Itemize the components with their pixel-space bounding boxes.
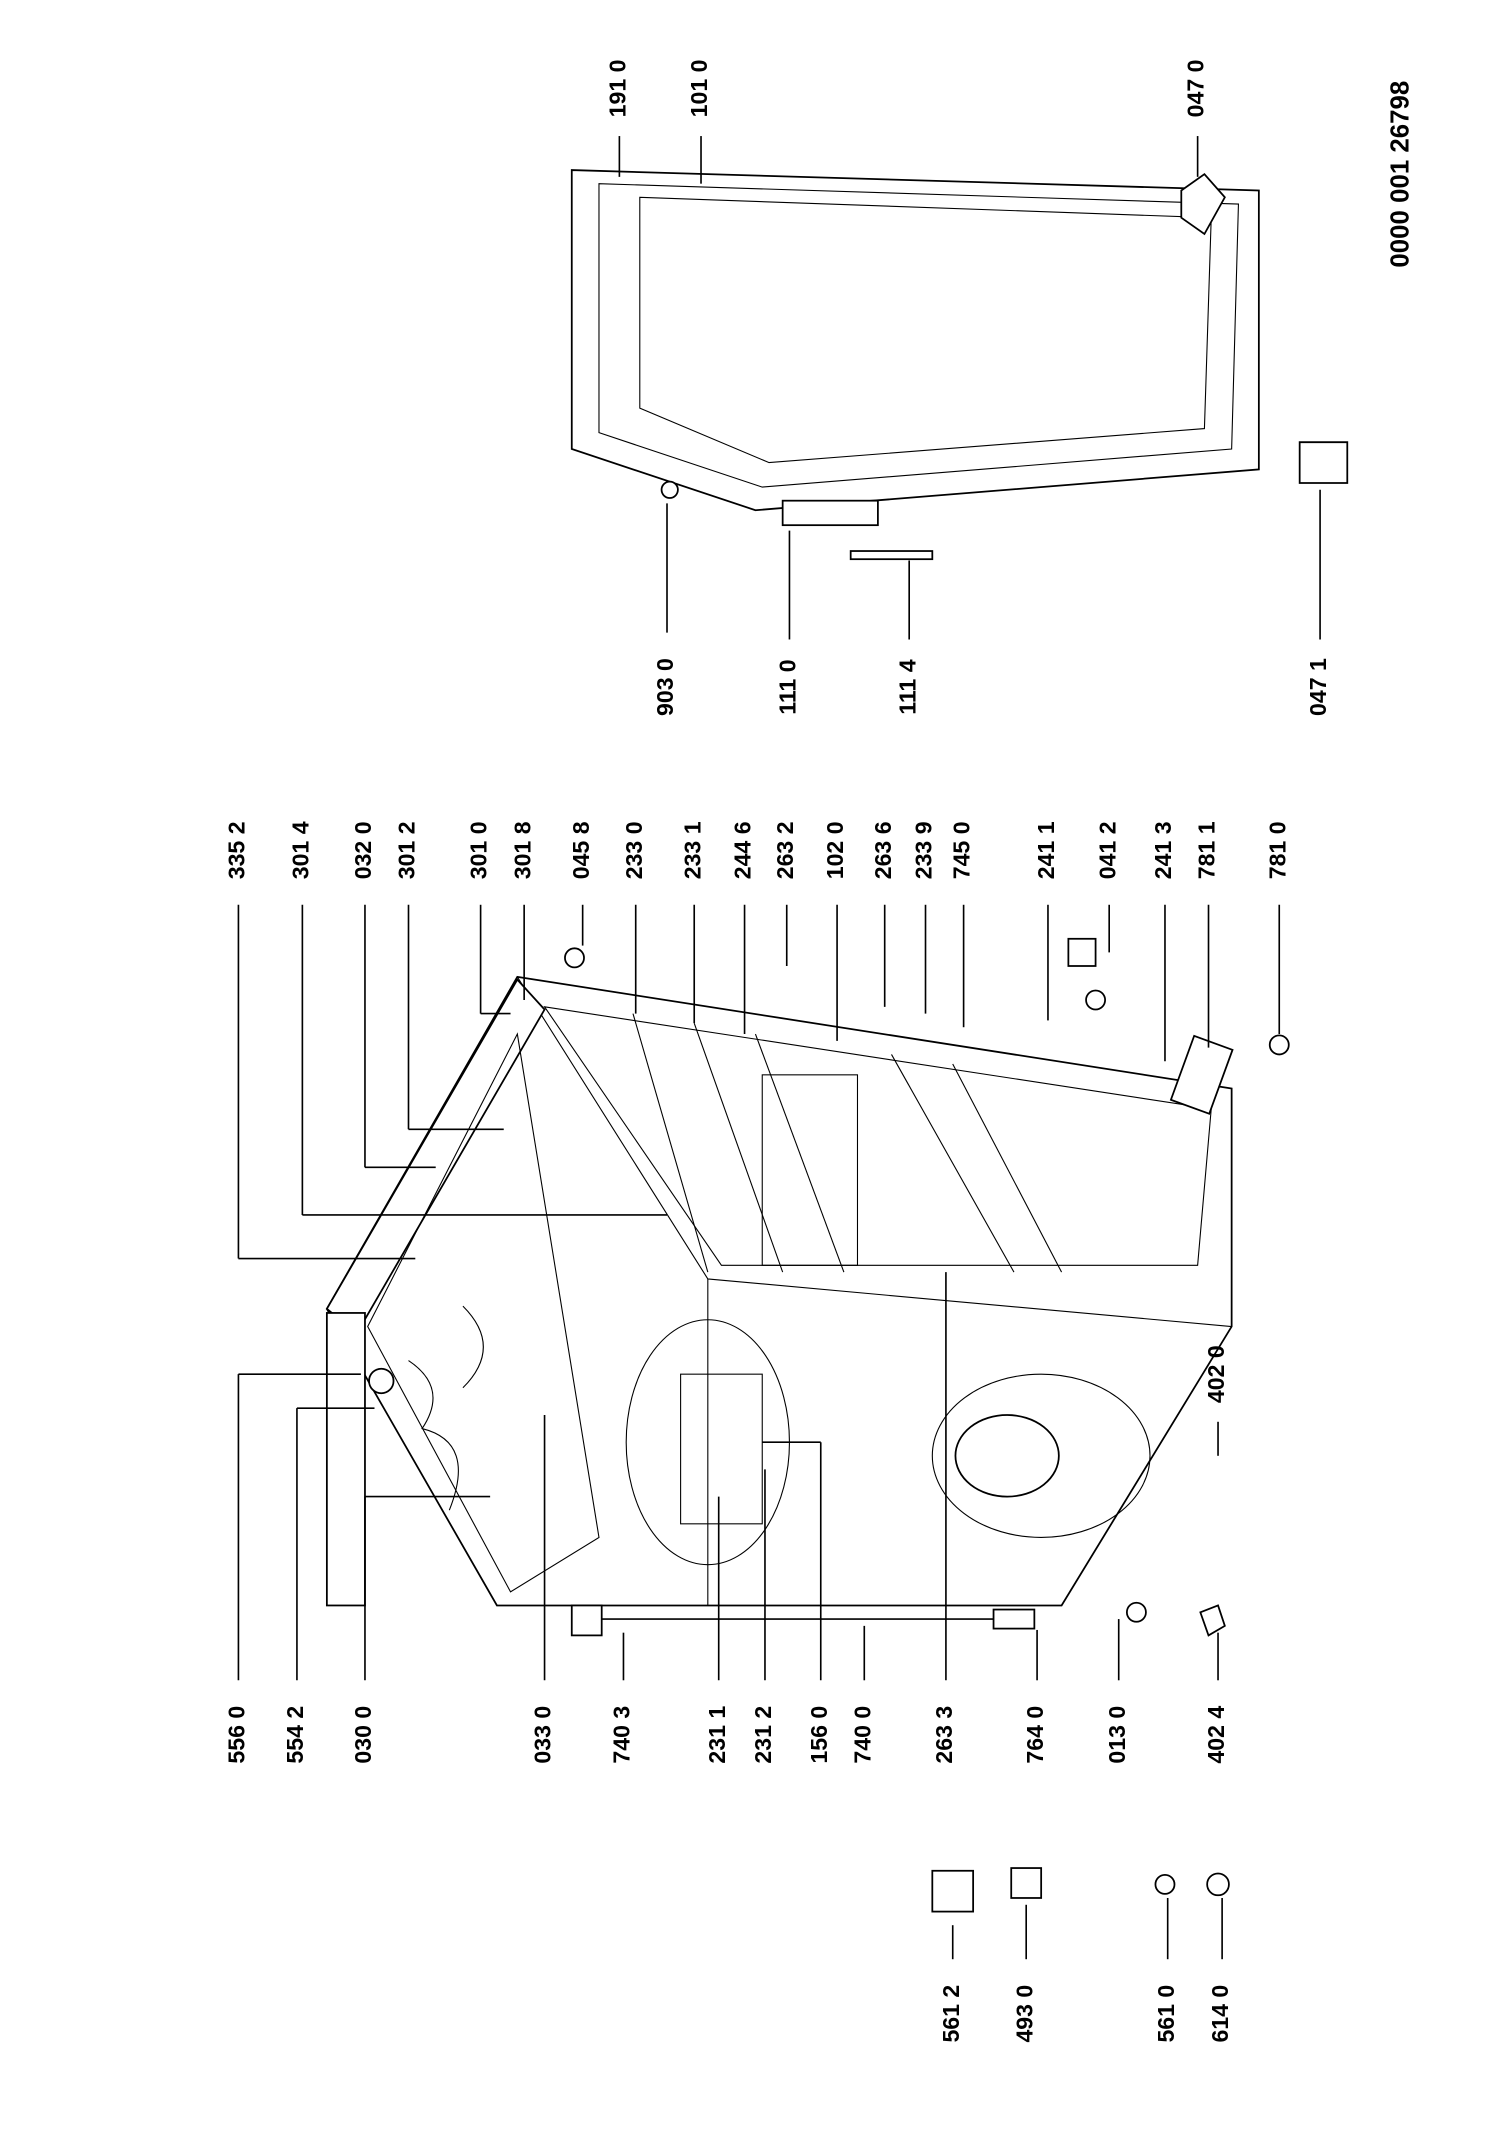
small-parts [564, 937, 1290, 1913]
drawing-id: 0000 001 26798 [1387, 81, 1415, 268]
part-label: 030 0 [350, 1706, 376, 1764]
part-label: 614 0 [1207, 1985, 1233, 2043]
labels-door: 191 0 101 0 047 0 903 0 111 0 111 4 047 … [604, 60, 1331, 716]
part-label: 781 1 [1194, 821, 1220, 879]
part-label: 047 1 [1305, 658, 1331, 716]
part-label: 554 2 [282, 1706, 308, 1764]
part-label: 301 8 [509, 821, 535, 879]
part-label: 740 3 [609, 1706, 635, 1764]
part-label: 102 0 [822, 821, 848, 879]
part-label: 191 0 [604, 60, 630, 118]
part-label: 301 2 [394, 821, 420, 879]
labels-bottom: 556 0 554 2 030 0 033 0 740 3 231 1 231 … [224, 1345, 1230, 1763]
part-label: 402 4 [1203, 1706, 1229, 1764]
part-label: 111 4 [894, 659, 920, 714]
part-label: 764 0 [1022, 1706, 1048, 1764]
leader-lines [237, 136, 1321, 1960]
part-label: 047 0 [1183, 60, 1209, 118]
part-label: 111 0 [775, 659, 801, 714]
cabinet-body [325, 975, 1233, 1637]
part-label: 244 6 [730, 821, 756, 879]
labels-accessories: 561 2 493 0 561 0 614 0 [938, 1985, 1233, 2043]
part-label: 233 0 [621, 821, 647, 879]
part-label: 033 0 [530, 1706, 556, 1764]
part-label: 903 0 [652, 658, 678, 716]
part-label: 013 0 [1104, 1706, 1130, 1764]
part-label: 335 2 [224, 821, 250, 879]
part-label: 556 0 [224, 1706, 250, 1764]
part-label: 231 2 [750, 1706, 776, 1764]
door [570, 169, 1349, 561]
part-label: 231 1 [704, 1706, 730, 1764]
part-label: 561 2 [938, 1985, 964, 2043]
part-label: 263 3 [931, 1706, 957, 1764]
part-label: 101 0 [686, 60, 712, 118]
part-label: 263 2 [772, 821, 798, 879]
part-label: 032 0 [350, 821, 376, 879]
part-label: 493 0 [1011, 1985, 1037, 2043]
part-label: 241 3 [1150, 821, 1176, 879]
part-label: 740 0 [849, 1706, 875, 1764]
part-label: 041 2 [1094, 821, 1120, 879]
part-label: 233 9 [911, 821, 937, 879]
part-label: 745 0 [949, 821, 975, 879]
part-label: 233 1 [679, 821, 705, 879]
part-label: 402 0 [1203, 1345, 1229, 1403]
labels-top: 335 2 301 4 032 0 301 2 301 0 301 8 045 … [224, 821, 1291, 879]
part-label: 301 4 [287, 821, 313, 879]
part-label: 263 6 [870, 821, 896, 879]
part-label: 781 0 [1264, 821, 1290, 879]
part-label: 561 0 [1153, 1985, 1179, 2043]
part-label: 301 0 [466, 821, 492, 879]
part-label: 045 8 [568, 821, 594, 879]
part-label: 156 0 [806, 1706, 832, 1764]
part-label: 241 1 [1033, 821, 1059, 879]
